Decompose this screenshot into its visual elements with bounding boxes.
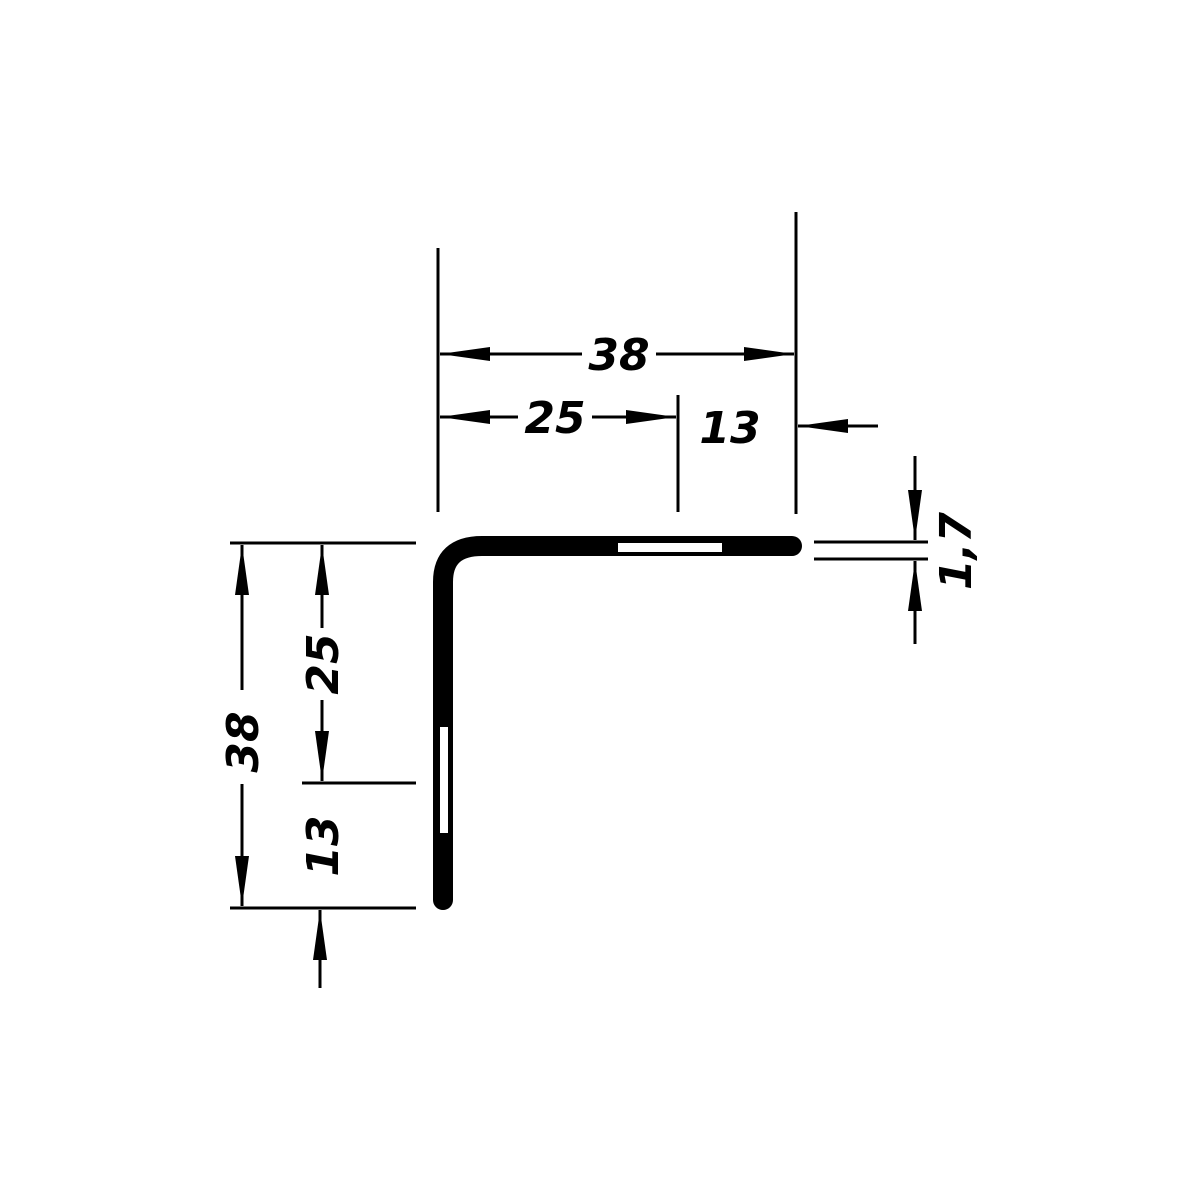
profile-label-slot-vertical xyxy=(440,727,448,833)
dim-label-remaining-height: 13 xyxy=(298,815,349,876)
profile-label-slot-horizontal xyxy=(618,543,722,552)
pointer-arrow-right xyxy=(798,419,848,433)
arrow-25v-bottom xyxy=(315,731,329,781)
dim-label-overall-width: 38 xyxy=(588,330,649,381)
dim-label-thickness: 1,7 xyxy=(931,512,982,590)
arrow-38-right xyxy=(744,347,794,361)
arrow-38v-top xyxy=(235,545,249,595)
dim-label-remaining-width: 13 xyxy=(699,403,760,454)
arrow-25v-top xyxy=(315,545,329,595)
thickness-arrow-top xyxy=(908,490,922,540)
left-dimensions: 38 25 13 xyxy=(218,541,416,988)
thickness-dimension: 1,7 xyxy=(814,456,982,644)
pointer-arrow-bottom xyxy=(313,910,327,960)
thickness-arrow-bottom xyxy=(908,561,922,611)
dim-label-flange-height: 25 xyxy=(298,633,349,694)
dim-label-overall-height: 38 xyxy=(218,711,269,772)
top-dimensions: 38 25 13 xyxy=(436,212,878,514)
profile-body xyxy=(433,536,802,910)
arrow-25-left xyxy=(440,410,490,424)
angle-profile xyxy=(433,536,802,910)
arrow-25-right xyxy=(626,410,676,424)
arrow-38v-bottom xyxy=(235,856,249,906)
dim-label-flange-width: 25 xyxy=(524,393,585,444)
arrow-38-left xyxy=(440,347,490,361)
